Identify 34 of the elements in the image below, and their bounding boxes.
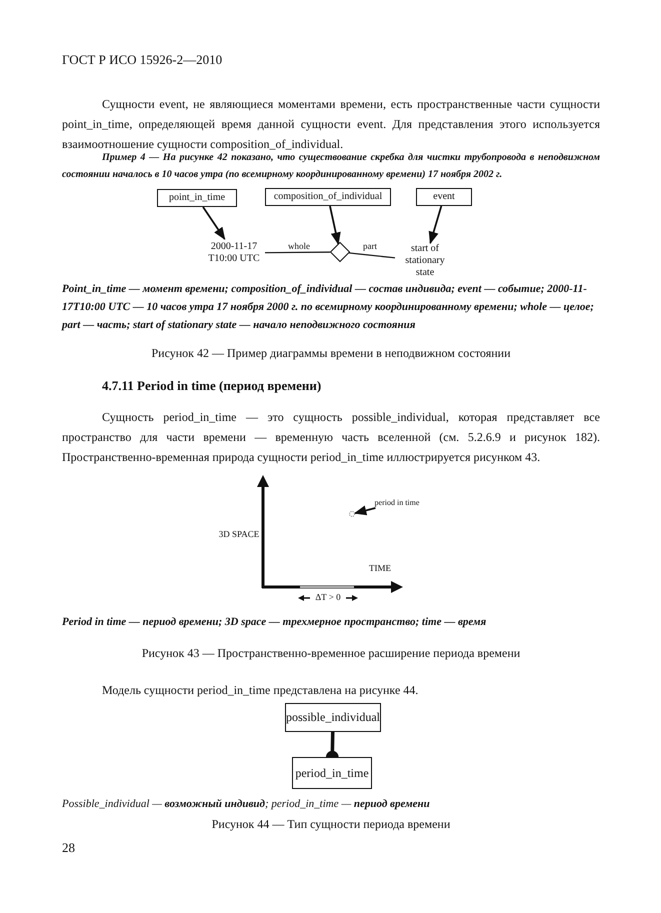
figure-key: Period in time — период времени; 3D space — трехмерное пространство; time — время	[62, 613, 600, 631]
connector-line	[265, 252, 330, 254]
document-header: ГОСТ Р ИСО 15926-2—2010	[62, 52, 224, 68]
body-paragraph: Сущность period_in_time — это сущность possible_individual, которая представляет все пространство для части времени — временную часть вселенной (см. 5.2.6.9 и рисунок 182). Пространственно-временная природа сущности period_in_time иллюстрируется рисунком 43.	[62, 409, 600, 466]
connector-line	[348, 252, 396, 258]
body-paragraph: Сущности event, не являющиеся моментами времени, есть пространственные части сущности point_in_time, определяющей время данной сущности event. Для представления этого используется взаимоотношение сущности composition_of_individual.	[62, 96, 600, 153]
edge-label: whole	[288, 241, 310, 251]
entity-box: composition_of_individual	[265, 188, 391, 206]
entity-box: event	[416, 188, 472, 206]
entity-box: period_in_time	[292, 757, 372, 789]
body-paragraph: Модель сущности period_in_time представлена на рисунке 44.	[101, 682, 420, 699]
figure-caption: Рисунок 44 — Тип сущности периода времени	[210, 817, 452, 832]
figure-caption: Рисунок 43 — Пространственно-временное расширение периода времени	[140, 646, 522, 661]
page-number: 28	[62, 840, 76, 856]
section-heading: 4.7.11 Period in time (период времени)	[102, 378, 322, 394]
figure-key: Point_in_time — момент времени; composition_of_individual — состав индивида; event — событие; 2000-11-17T10:00 UTC — 10 часов утра 17 ноября 2000 г. по всемирному координированному времени; whole — целое; part — часть; start of stationary state — начало неподвижного состояния	[62, 280, 600, 334]
node-text: start of stationary state	[395, 243, 455, 279]
leader-line	[354, 506, 376, 516]
axis-label: TIME	[368, 563, 392, 573]
edge-label: part	[363, 241, 377, 251]
dimension-label: ΔT > 0	[314, 592, 342, 602]
arrow	[428, 206, 442, 244]
figure-caption: Рисунок 42 — Пример диаграммы времени в неподвижном состоянии	[150, 346, 512, 361]
entity-box: possible_individual	[285, 703, 381, 732]
axis-label: 3D SPACE	[218, 528, 260, 540]
point-marker	[349, 511, 355, 517]
timestamp-text: 2000-11-17 T10:00 UTC	[203, 239, 265, 267]
arrow	[329, 206, 341, 246]
callout-text: period in time	[367, 497, 427, 508]
entity-box: point_in_time	[157, 189, 237, 207]
example-note: Пример 4 — На рисунке 42 показано, что существование скребка для чистки трубопровода в неподвижном состоянии началось в 10 часов утра (по всемирному координированному времени) 17 ноября 2002 г.	[62, 151, 600, 182]
figure-key: Possible_individual — возможный индивид; period_in_time — период времени	[62, 795, 600, 813]
arrow	[202, 206, 226, 240]
relationship-diamond	[330, 242, 350, 262]
